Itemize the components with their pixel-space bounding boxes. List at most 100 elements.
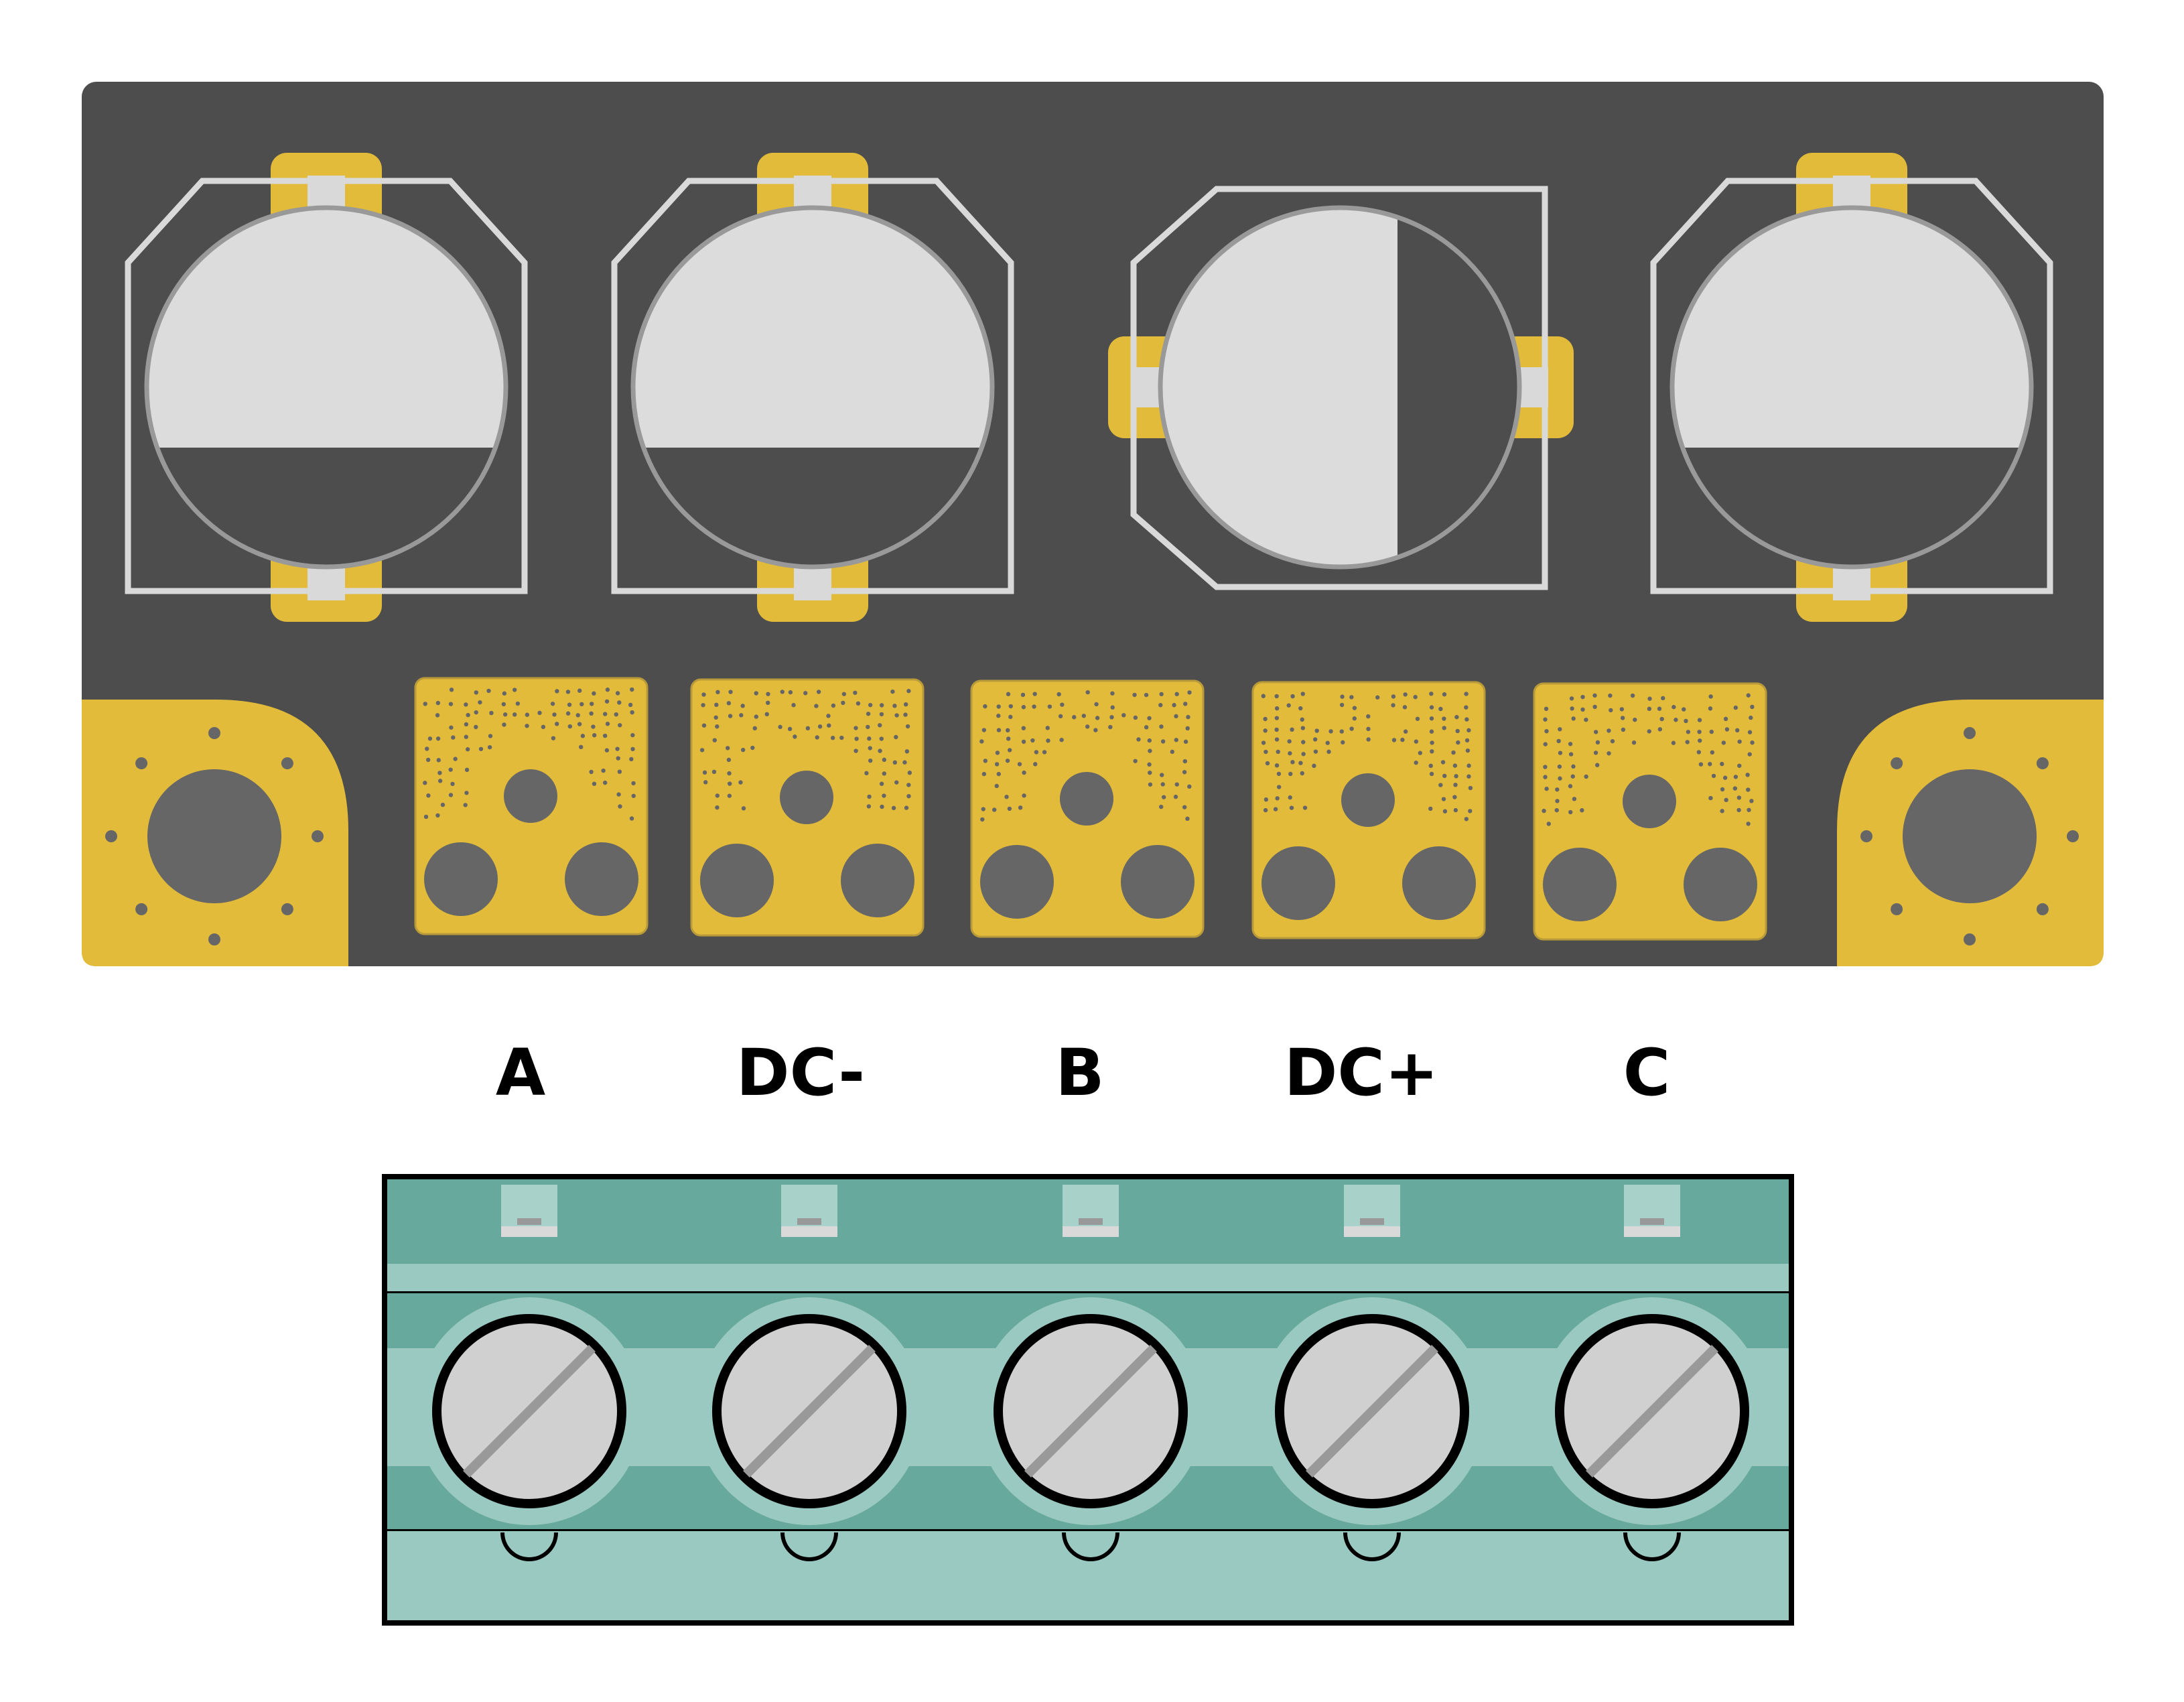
screw-slot bbox=[463, 1345, 596, 1478]
clamp-plate bbox=[501, 1226, 557, 1237]
screw-3 bbox=[977, 1297, 1205, 1525]
test-hole-3 bbox=[1062, 1532, 1119, 1561]
pad-hole-right bbox=[1121, 845, 1195, 919]
via-dot bbox=[1964, 727, 1976, 739]
screw-slot bbox=[743, 1345, 876, 1478]
via-dot bbox=[1964, 933, 1976, 945]
pad-texture bbox=[423, 687, 636, 821]
pad-hole-left bbox=[424, 842, 498, 916]
via-dot bbox=[281, 757, 293, 770]
test-hole-1 bbox=[500, 1532, 558, 1561]
capacitor-rim bbox=[1158, 205, 1522, 570]
terminal-top-section bbox=[385, 1177, 1791, 1295]
pad-texture bbox=[699, 689, 912, 811]
mounting-hole-left bbox=[82, 700, 348, 966]
solder-pad-1 bbox=[414, 677, 649, 935]
pin-labels: A DC- B DC+ C bbox=[496, 1035, 1670, 1110]
terminal-outline bbox=[382, 1174, 1794, 1626]
test-hole-2 bbox=[780, 1532, 838, 1561]
via-dot bbox=[281, 903, 293, 915]
pin-label-dc-plus: DC+ bbox=[1284, 1035, 1439, 1110]
capacitor-rim bbox=[1669, 205, 2034, 570]
via-dot bbox=[105, 830, 117, 842]
via-dot bbox=[2067, 830, 2079, 842]
via-dot bbox=[208, 933, 220, 945]
pad-hole-small bbox=[1341, 773, 1395, 827]
wire-opening-1 bbox=[501, 1185, 557, 1237]
pin-label-b: B bbox=[1055, 1035, 1104, 1110]
via-dot bbox=[2036, 757, 2049, 770]
solder-pads bbox=[414, 677, 1767, 941]
solder-pad-5 bbox=[1533, 682, 1767, 941]
solder-pad-2 bbox=[690, 678, 925, 937]
clamp-plate bbox=[1344, 1226, 1400, 1237]
pad-lead-bottom bbox=[794, 567, 831, 600]
via-dot bbox=[1891, 757, 1903, 770]
mounting-holes bbox=[82, 700, 2104, 966]
via-dot bbox=[312, 830, 324, 842]
pad-hole-left bbox=[700, 844, 774, 917]
capacitor-1 bbox=[125, 153, 528, 622]
pad-texture bbox=[1261, 692, 1473, 822]
pcb-board bbox=[82, 82, 2104, 966]
via-dot bbox=[1860, 830, 1872, 842]
screw-1 bbox=[415, 1297, 643, 1525]
pad-hole-right bbox=[565, 842, 638, 916]
wire-opening-4 bbox=[1344, 1185, 1400, 1237]
capacitor-3 bbox=[1108, 186, 1574, 590]
pin-label-dc-minus: DC- bbox=[736, 1035, 865, 1110]
screw-slot bbox=[1024, 1345, 1157, 1478]
via-dot bbox=[1891, 903, 1903, 915]
via-dot bbox=[135, 757, 148, 770]
terminal-block bbox=[382, 1174, 1794, 1626]
capacitors bbox=[125, 153, 2053, 622]
pad-hole-left bbox=[980, 845, 1054, 919]
via-dot bbox=[2036, 903, 2049, 915]
via-dot bbox=[135, 903, 148, 915]
silkscreen-outline bbox=[611, 178, 1014, 594]
pad-lead-bottom bbox=[1833, 567, 1870, 600]
pin-label-a: A bbox=[496, 1035, 545, 1110]
mounting-hole bbox=[1903, 769, 2037, 903]
pad-hole-small bbox=[1623, 775, 1676, 828]
solder-pad-4 bbox=[1251, 681, 1486, 939]
pin-label-c: C bbox=[1623, 1035, 1670, 1110]
test-hole-4 bbox=[1343, 1532, 1401, 1561]
pad-lead-bottom bbox=[308, 567, 345, 600]
clamp-slot bbox=[1079, 1218, 1103, 1225]
silkscreen-outline bbox=[1650, 178, 2053, 594]
wire-opening-2 bbox=[781, 1185, 837, 1237]
screw-2 bbox=[695, 1297, 923, 1525]
clamp-plate bbox=[1624, 1226, 1680, 1237]
pad-hole-right bbox=[1402, 846, 1476, 920]
screw-slot bbox=[1306, 1345, 1438, 1478]
wire-opening-3 bbox=[1063, 1185, 1119, 1237]
pad-hole-right bbox=[1684, 848, 1757, 921]
top-ledge bbox=[385, 1264, 1791, 1293]
mounting-hole bbox=[147, 769, 281, 903]
mounting-hole-right bbox=[1837, 700, 2104, 966]
clamp-plate bbox=[1063, 1226, 1119, 1237]
pad-hole-left bbox=[1543, 848, 1617, 921]
pad-hole-left bbox=[1261, 846, 1335, 920]
terminal-bottom-section bbox=[385, 1531, 1791, 1623]
pad-hole-right bbox=[841, 844, 914, 917]
via-dot bbox=[208, 727, 220, 739]
clamp-plate bbox=[781, 1226, 837, 1237]
silkscreen-outline bbox=[1130, 186, 1548, 590]
terminal-middle-section bbox=[385, 1293, 1791, 1533]
pad-texture bbox=[1542, 693, 1755, 826]
pad-texture bbox=[979, 690, 1192, 822]
clamp-slot bbox=[517, 1218, 541, 1225]
screw-slot bbox=[1586, 1345, 1718, 1478]
screw-4 bbox=[1258, 1297, 1486, 1525]
capacitor-4 bbox=[1650, 153, 2053, 622]
pad-hole-small bbox=[780, 771, 833, 824]
solder-pad-3 bbox=[970, 679, 1205, 938]
clamp-slot bbox=[1360, 1218, 1384, 1225]
pad-hole-small bbox=[1060, 772, 1113, 826]
screw-5 bbox=[1538, 1297, 1766, 1525]
wire-opening-5 bbox=[1624, 1185, 1680, 1237]
clamp-slot bbox=[1640, 1218, 1664, 1225]
bottom-band bbox=[385, 1531, 1791, 1623]
